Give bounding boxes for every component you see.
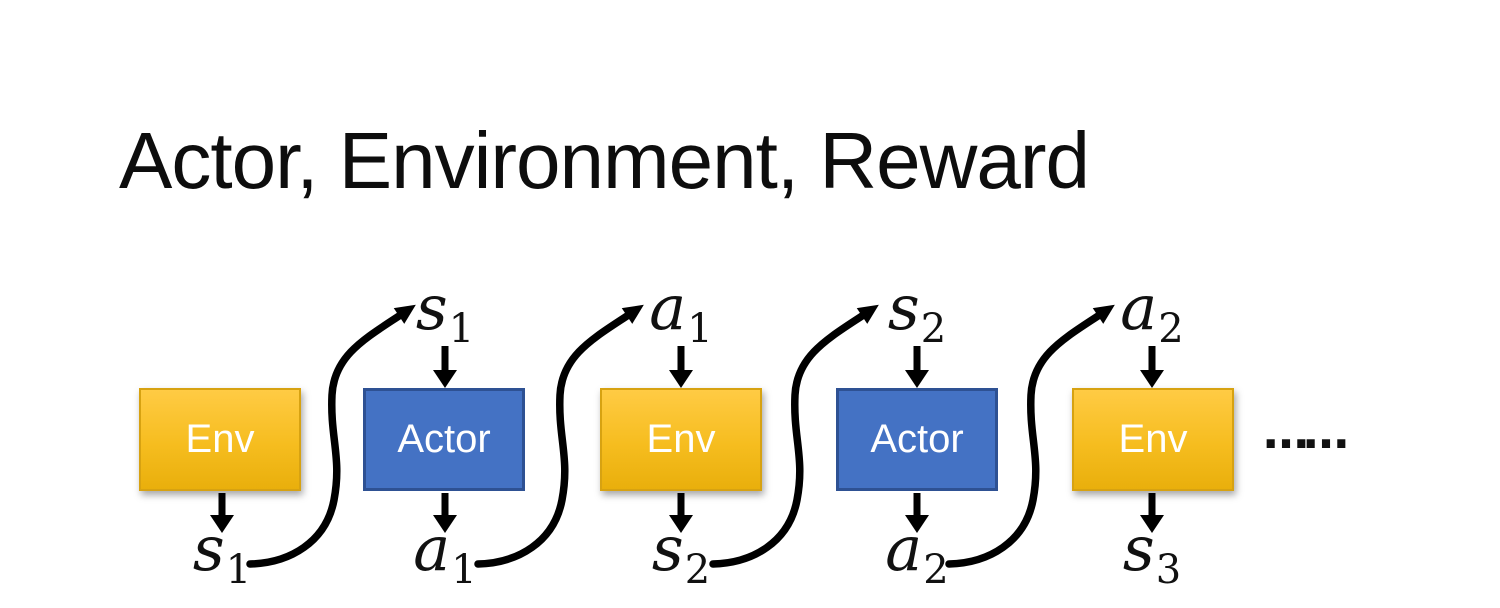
label-sub: 2 [920,306,947,352]
label-base: s [192,512,225,585]
top-label-a2: a2 [1120,277,1183,350]
label-base: a [1120,271,1158,344]
actor-box-2: Actor [836,388,998,491]
label-base: s [1122,512,1155,585]
box-label: Actor [397,417,491,461]
continuation-dots: …… [1263,405,1349,459]
label-base: a [885,512,923,585]
box-label: Env [646,417,716,461]
down-arrow-top-4 [1140,346,1164,388]
label-sub: 2 [684,547,711,593]
bottom-label-a2: a2 [885,518,948,591]
box-label: Env [1118,417,1188,461]
down-arrow-top-3 [905,346,929,388]
env-box-1: Env [139,388,301,491]
label-base: s [415,271,448,344]
label-base: a [413,512,451,585]
slide-title: Actor, Environment, Reward [119,116,1090,205]
label-sub: 1 [451,547,477,593]
label-sub: 2 [1158,306,1184,352]
top-label-a1: a1 [649,277,712,350]
down-arrow-top-1 [433,346,457,388]
label-sub: 1 [687,306,713,352]
label-base: s [887,271,920,344]
top-label-s2: s2 [888,277,946,350]
bottom-label-s1: s1 [193,518,251,591]
label-sub: 2 [923,547,949,593]
bottom-label-a1: a1 [413,518,476,591]
down-arrow-top-2 [669,346,693,388]
env-box-3: Env [1072,388,1234,491]
box-label: Actor [870,417,964,461]
box-label: Env [185,417,255,461]
actor-box-1: Actor [363,388,525,491]
label-sub: 1 [448,306,475,352]
bottom-label-s3: s3 [1123,518,1181,591]
env-box-2: Env [600,388,762,491]
bottom-label-s2: s2 [652,518,710,591]
top-label-s1: s1 [416,277,474,350]
label-base: a [649,271,687,344]
label-sub: 3 [1155,547,1182,593]
label-base: s [651,512,684,585]
label-sub: 1 [225,547,252,593]
